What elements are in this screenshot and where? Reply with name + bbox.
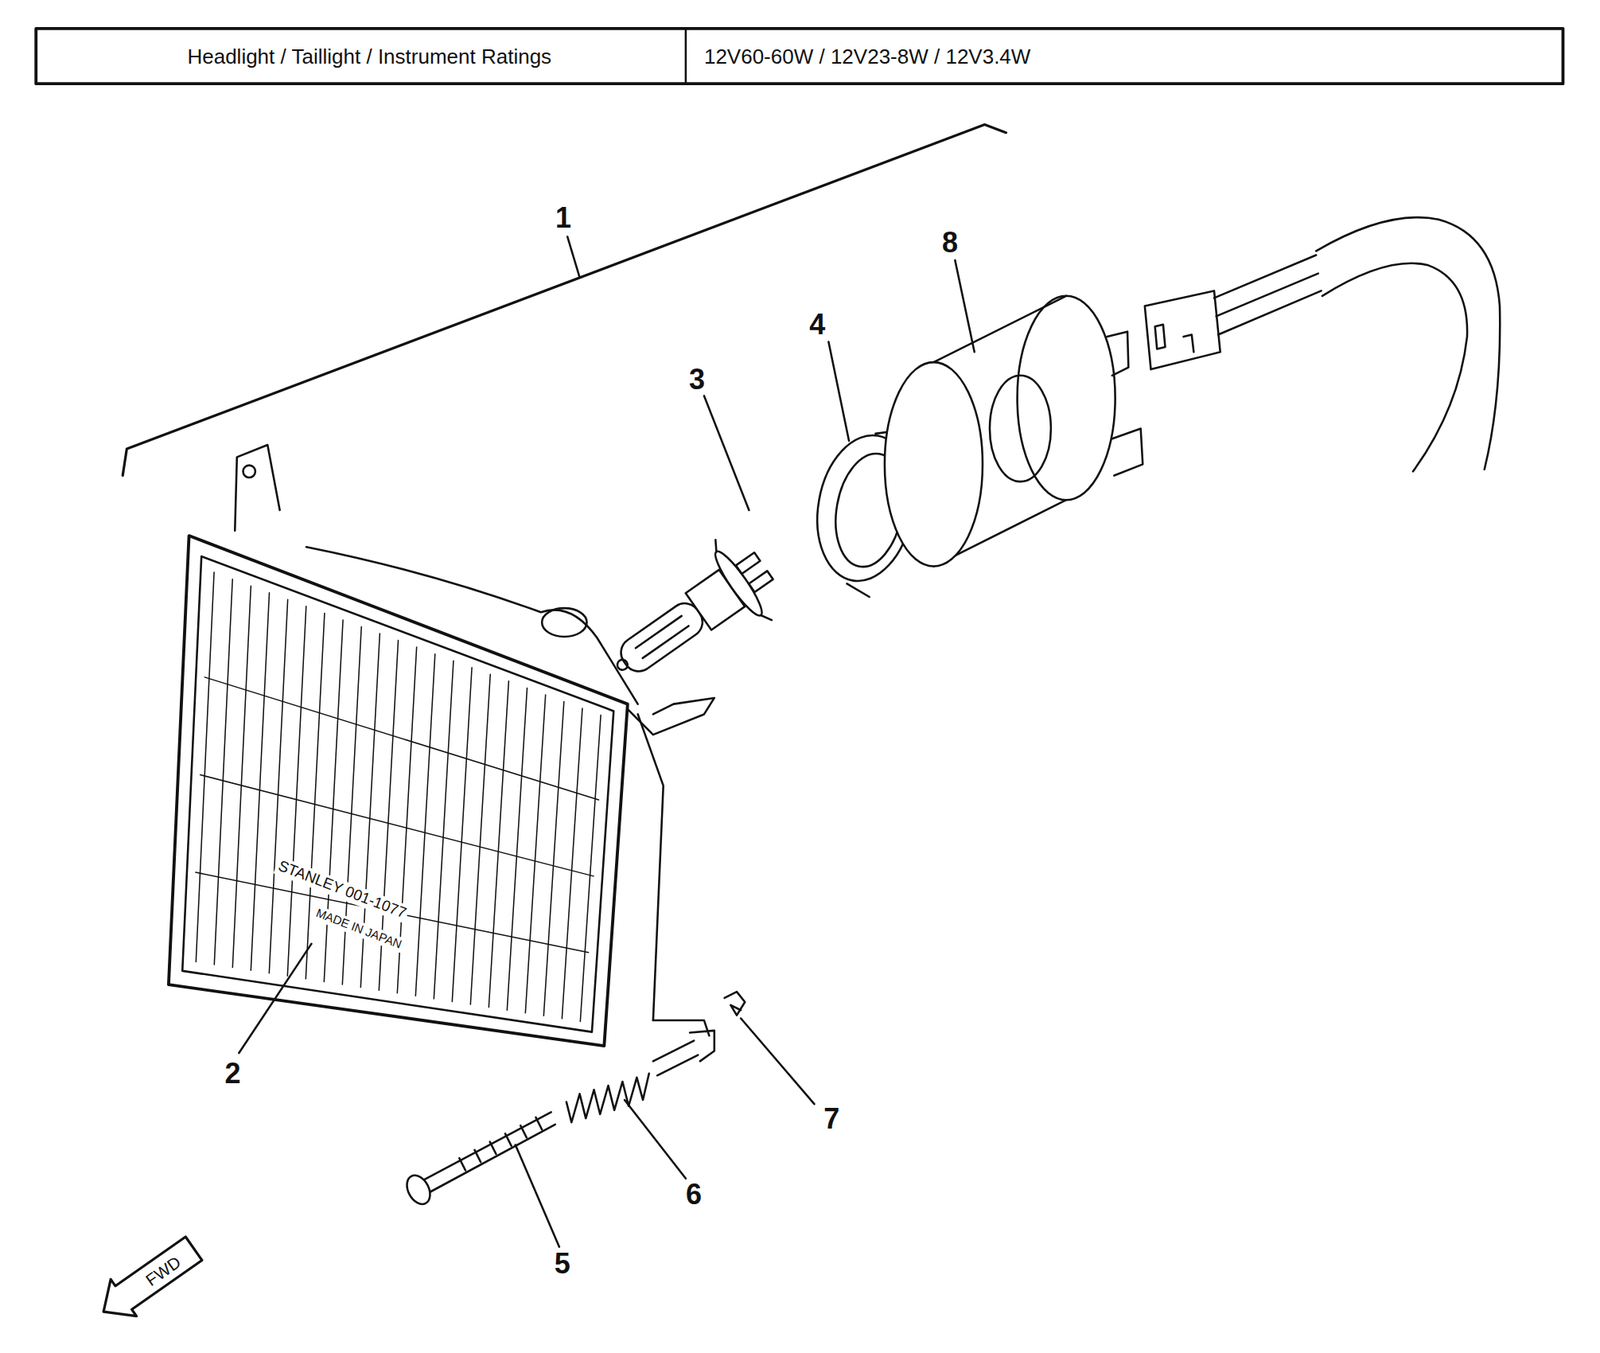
- table-cell: Headlight / Taillight / Instrument Ratin…: [186, 44, 552, 68]
- callout-number: 3: [689, 363, 705, 396]
- lens-grid-line: [214, 579, 233, 965]
- lens-grid-line: [195, 572, 215, 962]
- callout-number: 4: [809, 308, 826, 341]
- lens-grid-line: [415, 654, 435, 997]
- ratings-table: [35, 28, 1563, 84]
- lens-grid-line: [543, 700, 564, 1016]
- callout-number: 1: [555, 202, 572, 235]
- callout-number: 6: [685, 1178, 702, 1211]
- lens-grid-line: [580, 715, 601, 1022]
- lens-grid-line: [451, 667, 472, 1002]
- bulb: [590, 525, 792, 709]
- forward-arrow: [90, 1230, 207, 1331]
- lens-outline: [168, 535, 628, 1046]
- lens-grid-line: [488, 681, 509, 1008]
- lens-grid-line: [433, 660, 454, 999]
- lens: [168, 535, 628, 1046]
- clip: [724, 991, 746, 1015]
- adjuster-stud: [653, 1019, 715, 1075]
- lens-grid-line: [204, 677, 599, 800]
- leader-line: [238, 260, 974, 1247]
- lens-grid-line: [561, 708, 583, 1019]
- callout-number: 2: [224, 1057, 241, 1090]
- table-divider: [685, 28, 688, 84]
- lens-grid-line: [232, 585, 251, 967]
- table-cell: 12V60-60W / 12V23-8W / 12V3.4W: [704, 44, 1031, 68]
- lens-inner-rim: [182, 556, 614, 1032]
- lens-grid-line: [305, 612, 325, 978]
- lens-grid-line: [525, 694, 546, 1013]
- lens-grid-line: [470, 673, 491, 1005]
- rubber-cover: [884, 295, 1143, 567]
- adjusting-screw: [402, 1111, 556, 1207]
- lens-grid-line: [200, 774, 594, 876]
- assembly-bracket: [122, 124, 1006, 475]
- callout-number: 5: [554, 1247, 571, 1280]
- lens-grid-line: [268, 599, 288, 973]
- lens-grid-line: [287, 606, 306, 976]
- callout-number: 7: [823, 1102, 840, 1135]
- leader-line: [567, 236, 580, 277]
- wiring-harness: [1144, 217, 1500, 472]
- lens-grid-line: [250, 592, 269, 970]
- lens-grid-line: [506, 687, 527, 1010]
- callout-number: 8: [942, 226, 958, 259]
